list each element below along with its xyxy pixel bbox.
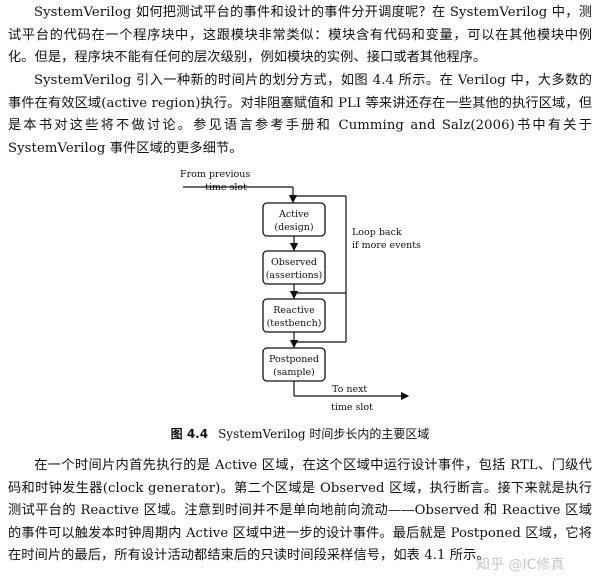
reactive-sub: (testbench) (267, 318, 322, 329)
region-flow-diagram: From previous time slot Active (design) … (180, 169, 421, 413)
paragraph-region-order: 在一个时间片内首先执行的是 Active 区域，在这个区域中运行设计事件，包括 … (8, 458, 592, 563)
figure-time-slot-regions: From previous time slot Active (design) … (0, 160, 600, 450)
loop-back-label: Loop back (352, 227, 402, 238)
caption-text: SystemVerilog 时间步长内的主要区域 (218, 427, 430, 441)
figure-caption: 图 4.4 SystemVerilog 时间步长内的主要区域 (0, 425, 600, 442)
postponed-sub: (sample) (273, 367, 315, 378)
postponed-title: Postponed (269, 354, 319, 365)
active-sub: (design) (274, 222, 313, 233)
paragraph-time-slot: SystemVerilog 引入一种新的时间片的划分方式，如图 4.4 所示。在… (8, 73, 592, 156)
paragraph-scheduling-intro: SystemVerilog 如何把测试平台的事件和设计的事件分开调度呢？在 Sy… (8, 5, 592, 65)
to-next-label: To next (332, 384, 367, 395)
active-title: Active (278, 209, 309, 220)
from-previous-label: From previous (180, 169, 250, 180)
caption-number: 图 4.4 (170, 427, 209, 441)
time-slot-label-top: time slot (205, 182, 247, 193)
time-slot-label-bottom: time slot (331, 402, 373, 413)
reactive-title: Reactive (273, 305, 315, 316)
more-events-label: if more events (352, 240, 421, 251)
observed-title: Observed (271, 257, 317, 268)
observed-sub: (assertions) (266, 270, 323, 281)
zhihu-watermark: 知乎 @IC修真 (476, 557, 565, 573)
